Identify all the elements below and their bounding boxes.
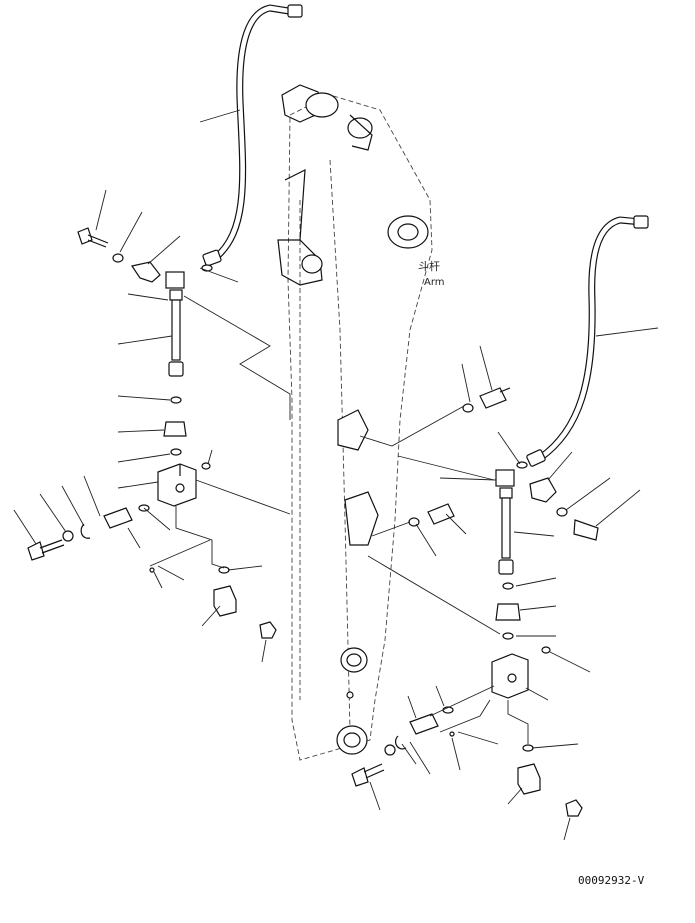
right-hose xyxy=(526,215,649,467)
drawing-id: 00092932-V xyxy=(578,874,645,887)
leader-lines xyxy=(13,109,659,841)
right-fittings xyxy=(351,387,599,817)
left-hose xyxy=(202,4,303,267)
arm-label-cn: 斗杆 xyxy=(418,259,440,273)
left-upper-fittings xyxy=(27,227,277,639)
arm-label-en: Arm xyxy=(424,277,445,288)
arm-body xyxy=(277,84,433,761)
